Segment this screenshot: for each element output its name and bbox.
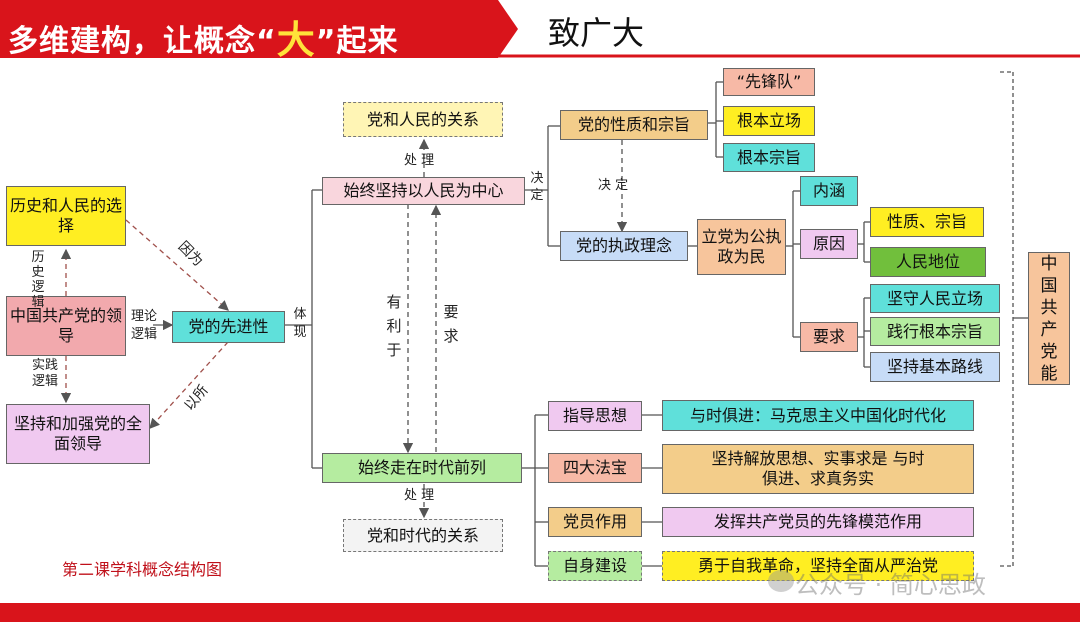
guide-box: 指导思想: [548, 401, 642, 431]
title-banner: 多维建构，让概念“大”起来 致广大: [0, 0, 1080, 62]
label-require: 要求: [443, 303, 459, 345]
require-item-2: 践行根本宗旨: [870, 317, 1000, 346]
banner-subtitle: 致广大: [548, 14, 645, 52]
purpose-box: 根本宗旨: [723, 143, 815, 172]
connotation-box: 内涵: [800, 176, 858, 206]
times-front-box: 始终走在时代前列: [322, 453, 522, 483]
reason-box: 原因: [800, 229, 858, 259]
magic-text-box: 坚持解放思想、实事求是 与时俱进、求真务实: [662, 444, 974, 494]
banner-title-emphasis: 大: [276, 18, 316, 62]
history-box: 历史和人民的选择: [6, 186, 126, 246]
require-item-1: 坚守人民立场: [870, 284, 1000, 313]
label-embody: 体现: [293, 307, 307, 340]
label-decide-1: 决定: [530, 171, 544, 203]
bottom-bar: [0, 603, 1080, 622]
label-handle-2: 处 理: [404, 488, 435, 503]
party-can-box: 中国共产党能: [1028, 252, 1070, 385]
party-leadership-box: 中国共产党的领导: [6, 296, 126, 356]
member-box: 党员作用: [548, 507, 642, 537]
label-practice-logic: 实践逻辑: [31, 358, 58, 389]
magic-box: 四大法宝: [548, 453, 642, 483]
label-theory-logic: 理论逻辑: [131, 309, 158, 342]
require-box: 要求: [800, 322, 858, 352]
advanced-box: 党的先进性: [172, 311, 285, 343]
people-status-box: 人民地位: [870, 247, 986, 277]
label-benefit: 有利于: [386, 293, 402, 359]
strengthen-box: 坚持和加强党的全面领导: [6, 404, 150, 464]
nature-purpose-box: 性质、宗旨: [870, 207, 984, 237]
member-text-box: 发挥共产党员的先锋模范作用: [662, 507, 974, 537]
nature-box: 党的性质和宗旨: [560, 110, 708, 140]
label-handle-1: 处 理: [404, 153, 435, 168]
label-decide-2: 决 定: [598, 178, 629, 193]
stand-box: 根本立场: [723, 106, 815, 136]
wechat-icon: [768, 570, 794, 592]
banner-title: 多维建构，让概念“大”起来: [8, 18, 399, 62]
people-center-box: 始终坚持以人民为中心: [322, 177, 525, 205]
self-text-box: 勇于自我革命，坚持全面从严治党: [662, 551, 974, 581]
watermark: 公众号 · 简心思政: [795, 571, 986, 599]
governance-box: 党的执政理念: [560, 231, 688, 261]
vanguard-box: “先锋队”: [723, 68, 815, 96]
people-relation-box: 党和人民的关系: [343, 102, 503, 137]
guide-text-box: 与时俱进：马克思主义中国化时代化: [662, 400, 974, 431]
for-public-box: 立党为公执政为民: [697, 219, 786, 275]
diagram-caption: 第二课学科概念结构图: [62, 560, 223, 579]
times-relation-box: 党和时代的关系: [343, 519, 503, 552]
label-history-logic: 历史逻辑: [31, 250, 45, 310]
require-item-3: 坚持基本路线: [870, 352, 1000, 382]
self-box: 自身建设: [548, 551, 642, 581]
banner-shape: [0, 0, 1080, 58]
